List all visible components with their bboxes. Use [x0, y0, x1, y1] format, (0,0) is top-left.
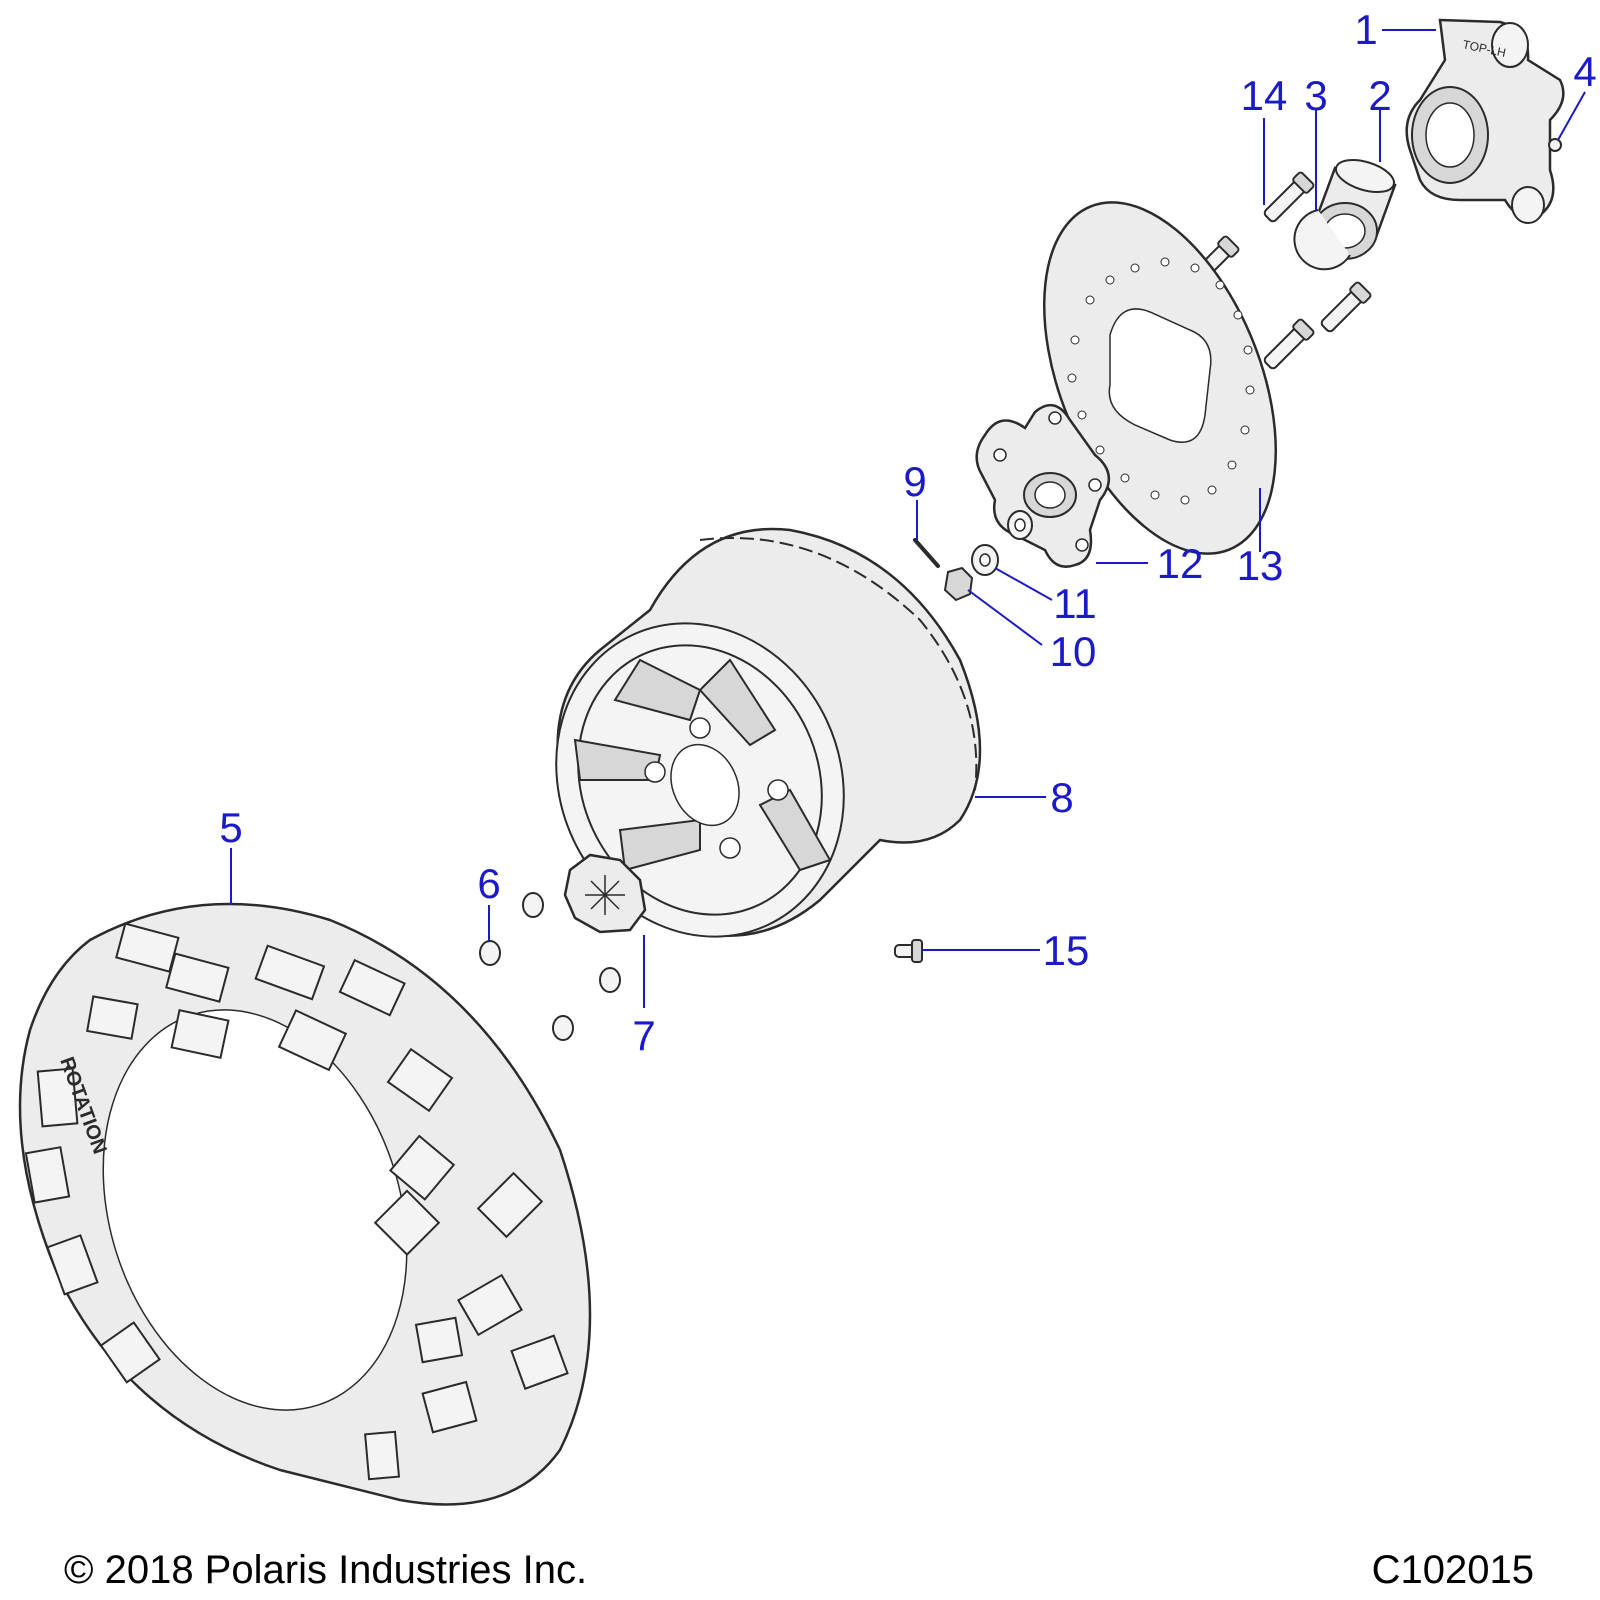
callout-1: 1 [1354, 6, 1377, 53]
cotter-pin-part-9 [913, 538, 940, 568]
callout-2: 2 [1368, 72, 1391, 119]
lug-nuts-part-6 [479, 892, 621, 1041]
callout-12: 12 [1157, 540, 1204, 587]
callout-13: 13 [1237, 542, 1284, 589]
callout-8: 8 [1050, 774, 1073, 821]
copyright-text: © 2018 Polaris Industries Inc. [64, 1548, 588, 1592]
leader-lines [230, 29, 1586, 1008]
hub-washer [1007, 510, 1033, 540]
callout-7: 7 [632, 1012, 655, 1059]
callout-4: 4 [1573, 48, 1596, 95]
drawing-number: C102015 [1371, 1548, 1534, 1592]
fitting-part-4 [1548, 138, 1562, 152]
callout-6: 6 [477, 860, 500, 907]
callout-9: 9 [903, 458, 926, 505]
callout-3: 3 [1304, 72, 1327, 119]
knuckle-part-1: TOP-LH [1405, 18, 1565, 224]
valve-stem-part-15 [894, 939, 923, 963]
callout-10: 10 [1050, 628, 1097, 675]
snap-ring-part-3 [1293, 209, 1351, 271]
center-cap-part-7 [563, 853, 647, 934]
callout-5: 5 [219, 804, 242, 851]
washer-part-11 [971, 544, 999, 576]
callout-11: 11 [1053, 580, 1097, 627]
wheel-rim-part-8 [555, 527, 982, 938]
callout-14: 14 [1241, 72, 1288, 119]
callout-15: 15 [1043, 927, 1090, 974]
castle-nut-part-10 [943, 566, 974, 602]
callout-labels: 1 2 3 4 5 6 7 8 9 10 11 12 13 14 15 [219, 6, 1596, 1059]
tire-part-5: ROTATION [18, 902, 592, 1506]
